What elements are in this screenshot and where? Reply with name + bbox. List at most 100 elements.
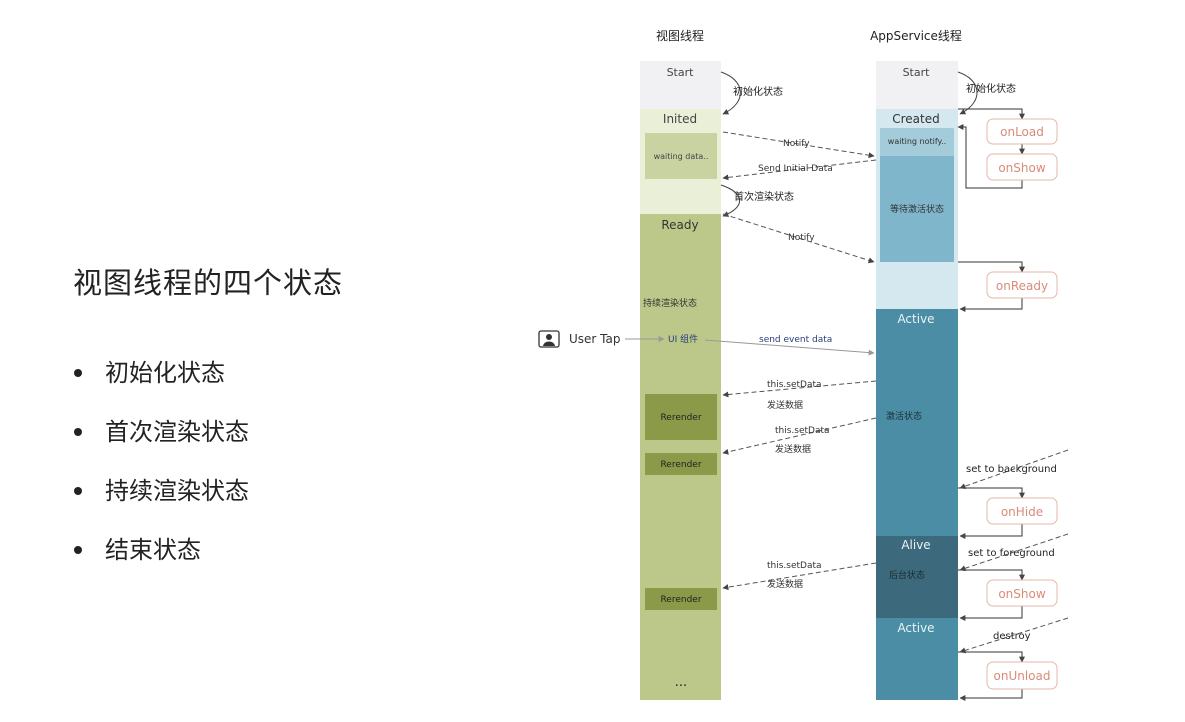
lifecycle-connector [958, 487, 1025, 499]
bullet-item: 初始化状态 [72, 354, 249, 413]
view-continuous-label: 持续渲染状态 [643, 297, 697, 309]
background-event-label: set to background [966, 464, 1057, 475]
bullet-item: 首次渲染状态 [72, 413, 249, 472]
init-arrow-view [720, 71, 741, 115]
app-start-label: Start [903, 66, 931, 79]
bullet-dot [74, 428, 82, 436]
lifecycle-connector [957, 124, 1023, 189]
onhide-label: onHide [1001, 505, 1043, 519]
setdata-arrow [722, 380, 877, 398]
view-thread-header: 视图线程 [656, 28, 704, 43]
send-initial-label: Send Initial Data [758, 164, 833, 174]
view-start-block [640, 61, 721, 109]
send-data-label: 发送数据 [767, 399, 803, 411]
setdata-label: this.setData [767, 561, 822, 571]
foreground-event-label: set to foreground [968, 548, 1055, 559]
notify-arrow [722, 131, 875, 159]
app-active-state-label: 激活状态 [886, 410, 922, 422]
app-active2-label: Active [897, 621, 934, 635]
view-ui-component: UI 组件 [668, 333, 698, 345]
first-render-arrow [720, 184, 741, 217]
view-waiting-block [645, 133, 717, 179]
lifecycle-connector [958, 261, 1025, 273]
user-icon[interactable] [538, 330, 560, 348]
app-waiting-activate-label: 等待激活状态 [890, 203, 944, 215]
app-alive-label: Alive [901, 538, 930, 552]
app-active2-block [876, 618, 958, 700]
view-waiting-label: waiting data.. [654, 152, 709, 161]
app-waiting-notify-block [880, 128, 954, 156]
setdata-arrow [722, 562, 877, 591]
bullet-dot [74, 546, 82, 554]
bullet-text: 首次渲染状态 [105, 418, 249, 446]
app-alive-block [876, 536, 958, 618]
onunload-label: onUnload [994, 669, 1051, 683]
onready-box [986, 271, 1058, 299]
setdata-label: this.setData [775, 426, 830, 436]
onshow2-box [986, 579, 1058, 607]
rerender-label: Rerender [660, 595, 701, 605]
bullet-dot [74, 369, 82, 377]
lifecycle-connector [959, 524, 1023, 539]
init-arrow-app [957, 71, 978, 115]
onunload-box [986, 661, 1058, 690]
app-active-block [876, 309, 958, 536]
notify2-label: Notify [788, 233, 815, 243]
onload-label: onLoad [1000, 125, 1044, 139]
background-event-arrow [959, 449, 1069, 490]
view-inited-label: Inited [663, 112, 697, 126]
first-render-label: 首次渲染状态 [734, 190, 794, 203]
view-ready-label: Ready [661, 218, 698, 232]
lifecycle-connector [958, 651, 1025, 663]
bullet-dot [74, 487, 82, 495]
view-start-label: Start [667, 66, 695, 79]
notify-label: Notify [783, 139, 810, 149]
user-tap-label: User Tap [569, 332, 620, 346]
onready-label: onReady [996, 279, 1048, 293]
app-background-label: 后台状态 [889, 569, 925, 581]
app-waiting-notify-label: waiting notify.. [888, 137, 946, 146]
rerender-block [645, 394, 717, 440]
foreground-event-arrow [959, 533, 1069, 572]
lifecycle-connector [959, 689, 1023, 701]
send-data-label: 发送数据 [775, 443, 811, 455]
lifecycle-connector [958, 569, 1025, 581]
onshow2-label: onShow [998, 587, 1046, 601]
send-data-label: 发送数据 [767, 578, 803, 590]
onload-box [986, 118, 1058, 145]
app-start-block [876, 61, 958, 109]
bullet-item: 结束状态 [72, 531, 249, 590]
app-waiting-activate-block [880, 156, 954, 262]
app-active-label: Active [897, 312, 934, 326]
send-event-arrow [704, 339, 875, 356]
app-thread-header: AppService线程 [870, 28, 962, 43]
bullet-item: 持续渲染状态 [72, 472, 249, 531]
view-ellipsis: ... [675, 675, 687, 690]
lifecycle-connector [959, 606, 1023, 621]
init-label-view: 初始化状态 [733, 85, 783, 98]
init-label-app: 初始化状态 [966, 82, 1016, 95]
bullet-text: 结束状态 [105, 536, 201, 564]
destroy-event-label: destroy [993, 631, 1031, 642]
rerender-label: Rerender [660, 413, 701, 423]
onshow-label: onShow [998, 161, 1046, 175]
bullet-text: 初始化状态 [105, 359, 225, 387]
lifecycle-connector [958, 108, 1025, 120]
rerender-block [645, 453, 717, 475]
bullet-list: 初始化状态 首次渲染状态 持续渲染状态 结束状态 [72, 354, 249, 590]
destroy-event-arrow [959, 617, 1069, 654]
bullet-text: 持续渲染状态 [105, 477, 249, 505]
rerender-block [645, 588, 717, 610]
lifecycle-connector [959, 298, 1023, 312]
setdata-label: this.setData [767, 380, 822, 390]
onhide-box [986, 497, 1058, 525]
page-title: 视图线程的四个状态 [73, 266, 344, 300]
send-initial-arrow [722, 159, 877, 181]
onshow-box [986, 153, 1058, 181]
notify2-arrow [722, 213, 875, 264]
setdata-arrow [722, 417, 877, 455]
app-created-label: Created [892, 112, 940, 126]
rerender-label: Rerender [660, 460, 701, 470]
send-event-label: send event data [759, 335, 832, 345]
